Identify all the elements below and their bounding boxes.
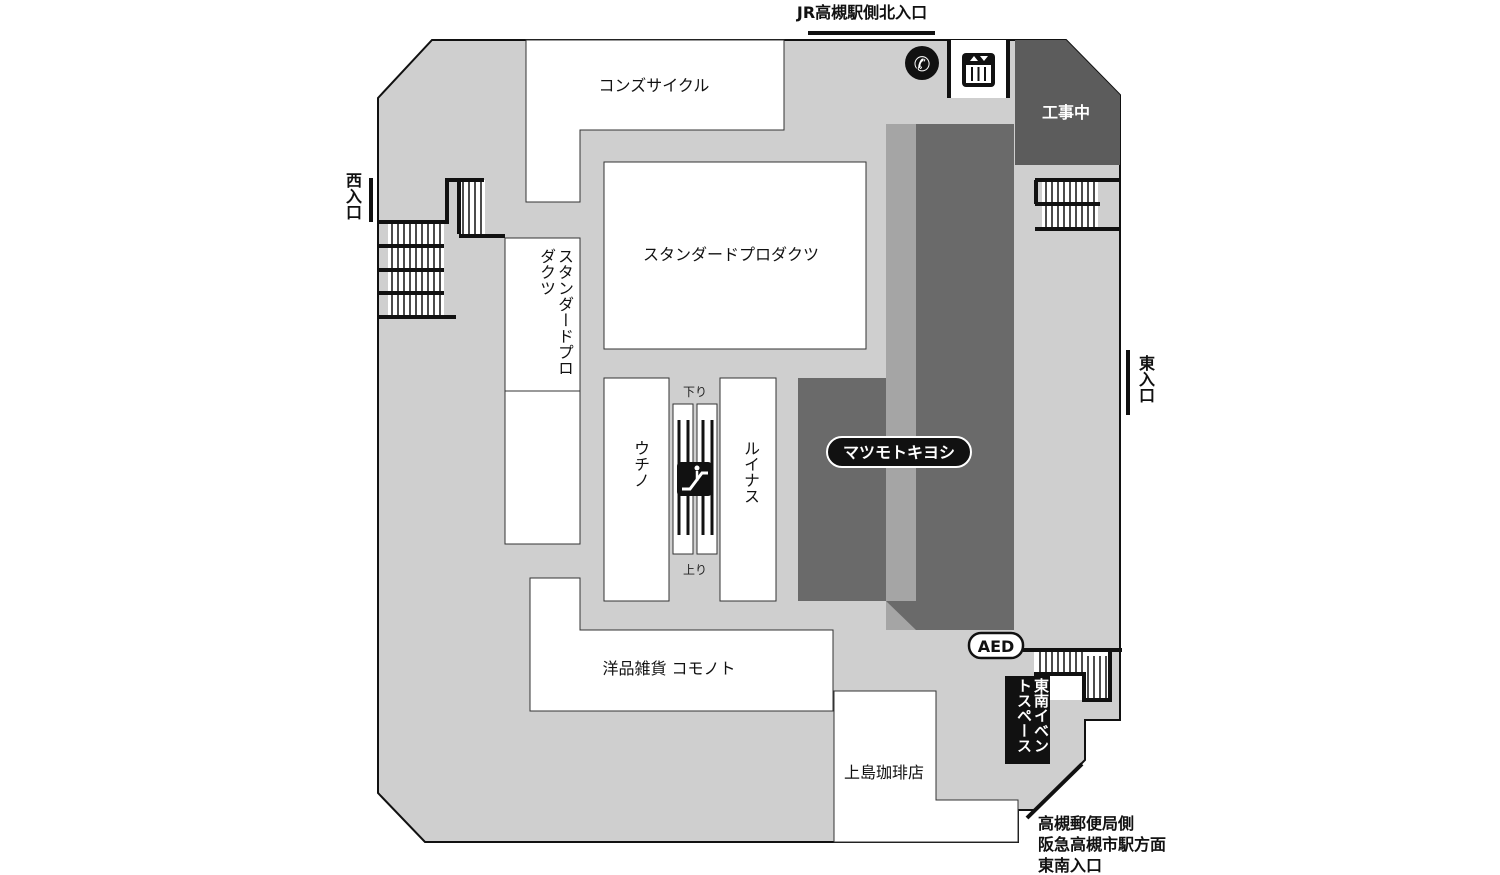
shop-ueshima-coffee[interactable]: [833, 690, 1019, 843]
shop-standard-products-main[interactable]: [603, 161, 867, 350]
west-stairs: [378, 178, 505, 319]
shop-ueshima-coffee-label: 上島珈琲店: [844, 763, 924, 782]
shop-matsumoto-kiyoshi-upper[interactable]: [916, 124, 1014, 630]
shop-standard-products-main-label: スタンダードプロダクツ: [643, 245, 819, 264]
aed-label: AED: [978, 637, 1015, 656]
matsumoto-wedge: [886, 601, 916, 630]
southeast-entrance-line2: 阪急高槻市駅方面: [1038, 835, 1166, 854]
matsumoto-label-badge: [826, 436, 972, 468]
event-space-label: 東南イベントスペース: [1015, 678, 1050, 753]
shop-uchino-label: ウチノ: [631, 440, 650, 488]
shop-unnamed-west[interactable]: [504, 390, 581, 545]
shop-ruinasu-label: ルイナス: [741, 440, 760, 504]
shop-comonoto-label: 洋品雑貨 コモノト: [602, 659, 735, 678]
aed-badge[interactable]: [967, 631, 1025, 660]
escalator-up-label: 上り: [683, 563, 707, 577]
north-entrance-label: JR高槻駅側北入口: [796, 3, 927, 22]
escalator-icon[interactable]: [677, 462, 712, 496]
southeast-entrance-line1: 高槻郵便局側: [1038, 814, 1134, 833]
svg-text:✆: ✆: [914, 52, 931, 76]
shop-standard-products-side[interactable]: [504, 237, 581, 392]
southeast-entrance-marker: [1025, 762, 1084, 820]
shop-uchino[interactable]: [603, 377, 670, 602]
shop-cons-cycle[interactable]: [525, 39, 785, 203]
southeast-entrance-line3: 東南入口: [1038, 856, 1102, 875]
east-stairs-lower: [1023, 648, 1122, 702]
phone-icon: ✆: [905, 46, 939, 80]
shop-ruinasu[interactable]: [719, 377, 777, 602]
corridor-strip: [886, 124, 916, 630]
east-entrance-label: 東入口: [1136, 355, 1155, 403]
shop-matsumoto-kiyoshi-label: マツモトキヨシ: [843, 443, 955, 462]
shop-cons-cycle-label: コンズサイクル: [599, 76, 710, 95]
shop-comonoto[interactable]: [529, 577, 834, 712]
event-space[interactable]: [1005, 676, 1050, 764]
construction-area: [1015, 40, 1120, 165]
escalator-down-label: 下り: [683, 385, 707, 399]
shop-standard-products-side-label: スタンダードプロダクツ: [537, 248, 574, 376]
construction-label: 工事中: [1042, 103, 1090, 122]
shop-matsumoto-kiyoshi-lower[interactable]: [798, 378, 886, 601]
east-stairs-upper: [1034, 178, 1120, 231]
west-entrance-label: 西入口: [343, 172, 362, 220]
elevator-icon[interactable]: [962, 53, 995, 87]
